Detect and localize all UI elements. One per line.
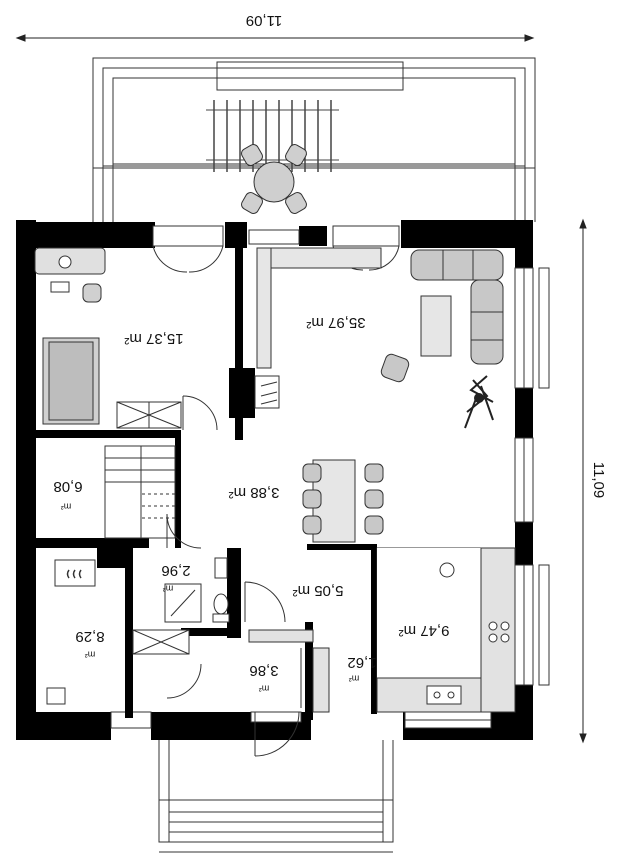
toilet bbox=[213, 593, 229, 615]
labels: 11,09 11,09 15,37 m² 35,97 m² 6,08 m² 3,… bbox=[53, 12, 607, 694]
room-vestibule-area: 3,86 bbox=[249, 662, 278, 679]
room-pantry-area: 1,62 bbox=[347, 654, 376, 671]
boiler bbox=[54, 559, 96, 587]
kitchen-counter-top bbox=[256, 247, 382, 269]
sink bbox=[214, 557, 228, 579]
pantry-shelf bbox=[248, 629, 314, 643]
room-wc-area: 2,96 bbox=[161, 562, 190, 579]
fireplace bbox=[254, 375, 280, 409]
office-furniture bbox=[34, 247, 182, 429]
room-stairs-area: 6,08 bbox=[53, 478, 82, 495]
office-chair bbox=[82, 283, 102, 303]
terrace-pergola bbox=[92, 57, 536, 222]
armchair bbox=[380, 353, 410, 383]
pergola-slats bbox=[206, 100, 339, 172]
room-pantry-unit: m² bbox=[349, 674, 360, 684]
height-dimension: 11,09 bbox=[590, 462, 607, 498]
doors bbox=[152, 225, 400, 757]
room-boiler-area: 8,29 bbox=[75, 628, 104, 645]
room-kitchen-area: 9,47 m² bbox=[399, 622, 450, 639]
room-vestibule-unit: m² bbox=[259, 684, 270, 694]
living-furniture bbox=[254, 247, 504, 543]
fridge-icon bbox=[439, 562, 455, 578]
boiler-fixtures bbox=[46, 559, 190, 705]
room-hall-area: 3,88 m² bbox=[229, 484, 280, 501]
corner-sofa bbox=[410, 249, 504, 365]
room-stairs-unit: m² bbox=[61, 502, 72, 512]
cooktop bbox=[488, 621, 510, 643]
room-wc-unit: m² bbox=[163, 584, 174, 594]
windows bbox=[110, 229, 550, 729]
dining-set bbox=[302, 459, 384, 543]
plant bbox=[464, 375, 494, 429]
kitchen bbox=[248, 547, 516, 713]
room-office-area: 15,37 m² bbox=[124, 330, 183, 347]
staircase bbox=[104, 445, 176, 539]
top-dimension-line bbox=[15, 34, 535, 42]
terrace-table-set bbox=[241, 144, 307, 214]
wc-fixtures bbox=[164, 557, 230, 623]
room-corridor-area: 5,05 m² bbox=[293, 582, 344, 599]
coffee-table bbox=[420, 295, 452, 357]
kitchen-sink bbox=[426, 685, 462, 705]
left-dimension-line bbox=[579, 218, 587, 744]
front-porch bbox=[158, 740, 394, 853]
room-living-area: 35,97 m² bbox=[306, 314, 365, 331]
interior-walls bbox=[16, 240, 377, 720]
width-dimension: 11,09 bbox=[246, 12, 282, 29]
room-boiler-unit: m² bbox=[85, 650, 96, 660]
